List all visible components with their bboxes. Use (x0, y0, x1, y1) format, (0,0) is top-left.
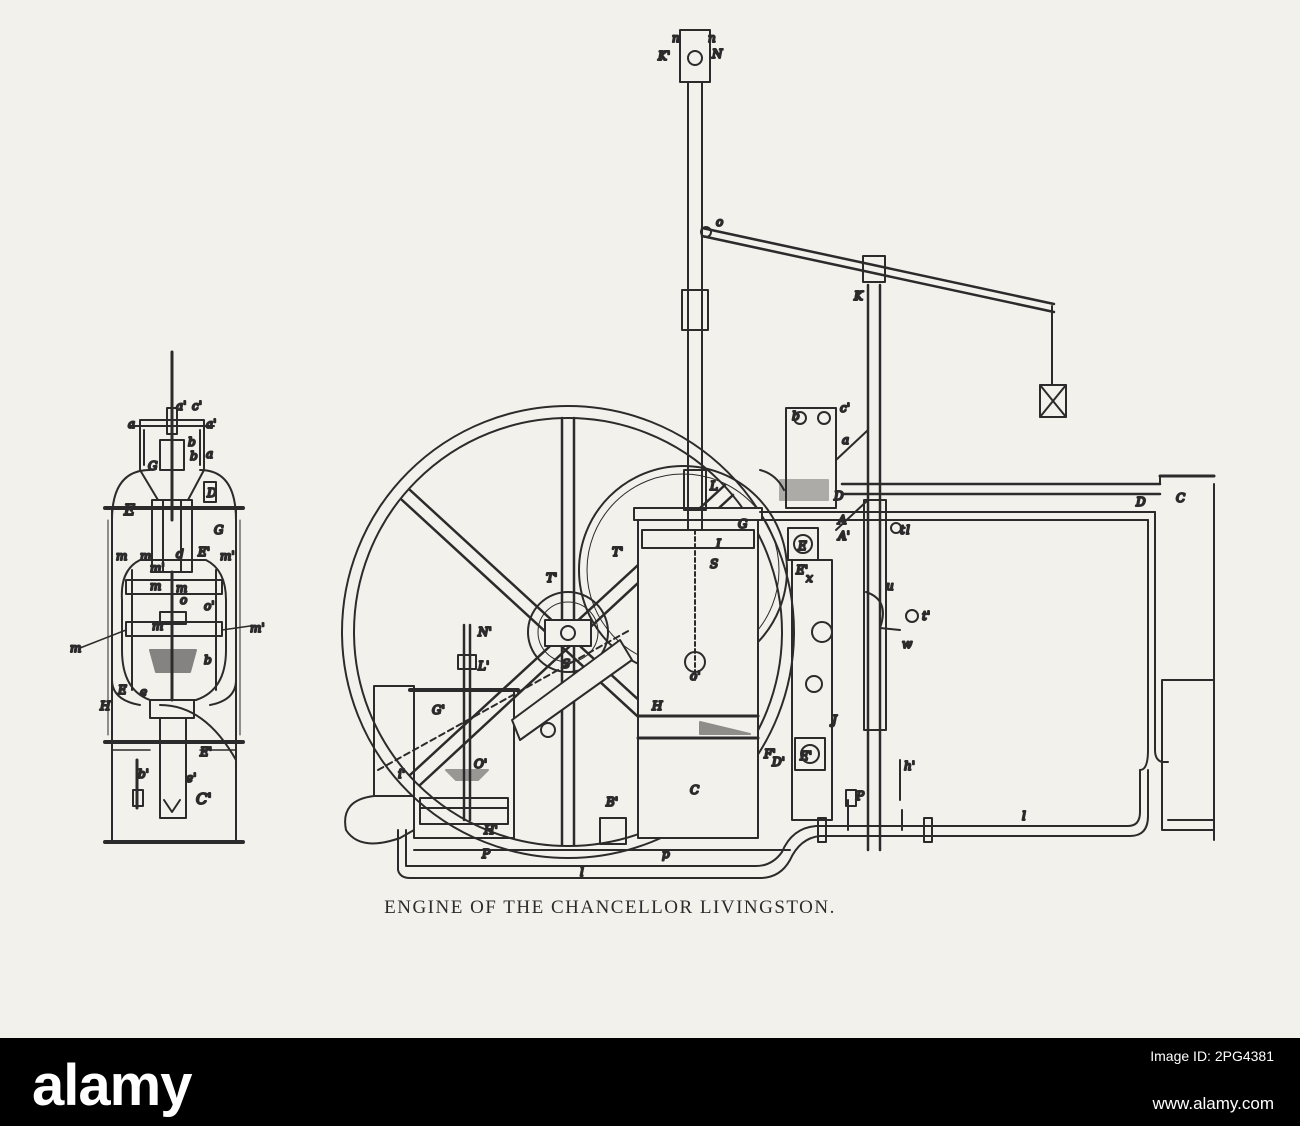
label: G (148, 459, 158, 473)
label: t' (922, 609, 930, 623)
label: E' (199, 745, 212, 759)
watermark-bar: alamy Image ID: 2PG4381 www.alamy.com (0, 1038, 1300, 1126)
label: b (204, 653, 212, 667)
label: b (792, 409, 800, 423)
label: m (150, 579, 161, 593)
label: n (708, 31, 716, 45)
label: C' (196, 790, 212, 808)
label: N (711, 47, 723, 61)
label: E' (795, 563, 808, 577)
label: K' (657, 49, 670, 63)
label: n (672, 31, 680, 45)
label: b' (138, 767, 149, 781)
label: N' (477, 625, 492, 639)
label: a' (176, 399, 186, 413)
label: G (738, 517, 748, 531)
label: C (690, 783, 699, 797)
label: P (481, 847, 491, 861)
label: G (214, 523, 224, 537)
label: S (562, 657, 570, 671)
side-labels: a' c' a' a b b a G D E G m m d E' m' m' … (69, 398, 266, 809)
label: K (853, 289, 864, 303)
label: p (662, 847, 670, 861)
label: T' (612, 545, 623, 559)
label: m (140, 549, 151, 563)
label: l (906, 523, 910, 537)
label: E (123, 501, 135, 519)
label: w (902, 637, 913, 651)
label: o' (690, 669, 701, 683)
label: b (188, 435, 196, 449)
label: H (99, 699, 111, 713)
label: E (797, 539, 807, 553)
label: L (709, 479, 718, 493)
label: E' (197, 545, 210, 559)
label: m (152, 619, 163, 633)
label: l (1022, 809, 1026, 823)
label: D (1135, 495, 1146, 509)
label: C (1176, 491, 1185, 505)
label: m' (250, 621, 265, 635)
label: e (140, 685, 147, 699)
label: T' (546, 571, 557, 585)
label: b (190, 449, 198, 463)
label: a (206, 447, 213, 461)
label: c' (840, 401, 850, 415)
label: m (176, 581, 187, 595)
main-elevation (341, 29, 1216, 879)
label: a (842, 433, 849, 447)
label: O' (474, 757, 487, 771)
label: S (710, 557, 718, 571)
label: H (651, 699, 663, 713)
label: L' (477, 659, 489, 673)
label: D (206, 486, 217, 500)
label: d (176, 547, 184, 561)
label: D' (771, 755, 785, 769)
side-view (79, 350, 251, 844)
figure-caption: ENGINE OF THE CHANCELLOR LIVINGSTON. (384, 897, 836, 918)
label: m (70, 641, 81, 655)
label: a' (206, 417, 216, 431)
label: G' (432, 703, 445, 717)
label: P (855, 789, 865, 803)
label: a (128, 417, 135, 431)
label: x (806, 571, 813, 585)
label: B' (605, 795, 618, 809)
label: A (837, 513, 847, 527)
label: c' (192, 399, 202, 413)
label: I (715, 537, 721, 551)
label: m' (150, 561, 165, 575)
engraving-plate: a' c' a' a b b a G D E G m m d E' m' m' … (0, 0, 1300, 1038)
label: H' (483, 823, 498, 837)
label: m (116, 549, 127, 563)
label: J (829, 713, 838, 727)
label: A' (837, 529, 850, 543)
watermark-url: www.alamy.com (1152, 1094, 1274, 1113)
label: u (886, 579, 894, 593)
label: E (117, 683, 127, 697)
label: h' (904, 759, 915, 773)
main-labels: K' n n N o K b c' a D L G D C A A' E I T… (397, 30, 1186, 880)
label: D (833, 489, 844, 503)
label: o (716, 215, 723, 229)
label: o (180, 593, 187, 607)
label: m' (220, 549, 235, 563)
label: F' (763, 747, 776, 761)
engine-diagram: a' c' a' a b b a G D E G m m d E' m' m' … (69, 29, 1216, 880)
label: t (900, 523, 905, 537)
alamy-logo: alamy (32, 1053, 192, 1118)
label: e' (186, 771, 196, 785)
label: E' (799, 749, 812, 763)
label: o' (204, 599, 215, 613)
label: i' (398, 767, 405, 781)
label: l (580, 865, 584, 879)
image-id: Image ID: 2PG4381 (1150, 1048, 1274, 1064)
